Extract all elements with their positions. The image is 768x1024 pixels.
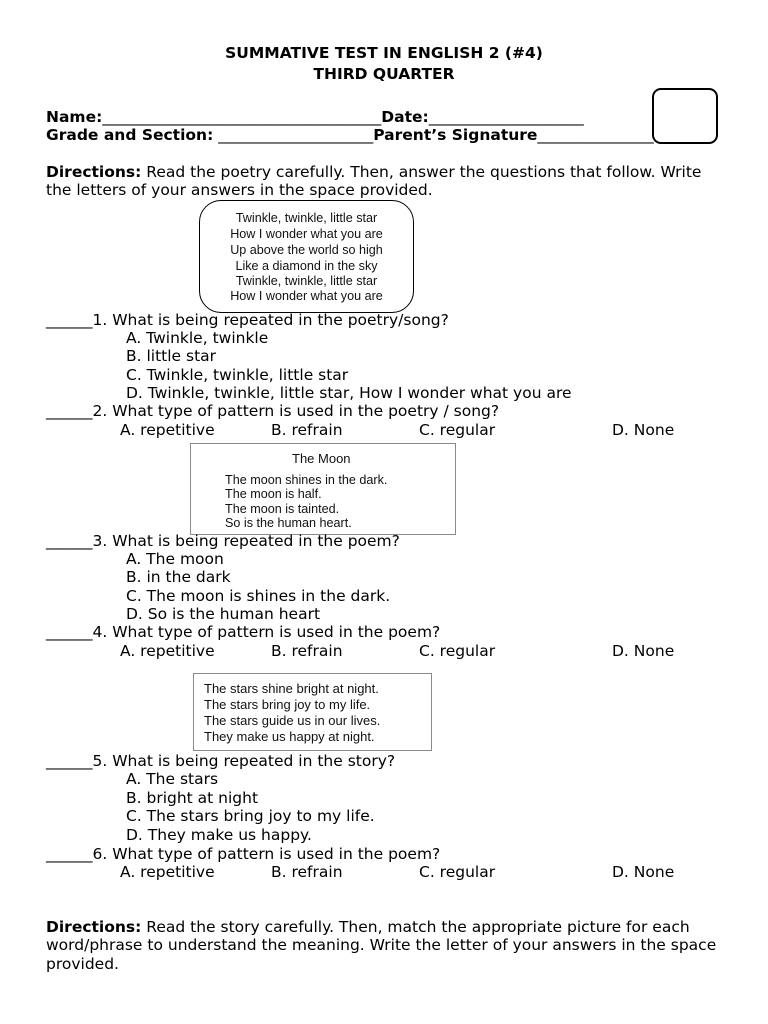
q5-option-a: A. The stars — [126, 770, 219, 788]
q3-option-a: A. The moon — [126, 550, 224, 568]
question-2: ______2. What type of pattern is used in… — [46, 402, 500, 420]
poem-1-line: Like a diamond in the sky — [235, 259, 378, 273]
grade-field: Grade and Section: ____________________P… — [46, 126, 654, 144]
directions-1-label: Directions: — [46, 163, 142, 181]
q5-option-d: D. They make us happy. — [126, 826, 312, 844]
q6-option-a: A. repetitive — [120, 863, 215, 881]
poem-1-line: How I wonder what you are — [230, 227, 383, 241]
directions-2: Directions: Read the story carefully. Th… — [46, 918, 726, 973]
poem-2-line: So is the human heart. — [225, 516, 352, 530]
poem-2-title: The Moon — [292, 451, 351, 466]
date-label: Date: — [381, 108, 429, 126]
signature-line: _______________ — [537, 126, 654, 144]
q2-option-c: C. regular — [419, 421, 496, 439]
poem-3-line: The stars bring joy to my life. — [204, 697, 371, 712]
directions-1: Directions: Read the poetry carefully. T… — [46, 163, 726, 200]
q6-option-b: B. refrain — [271, 863, 343, 881]
question-5: ______5. What is being repeated in the s… — [46, 752, 396, 770]
poem-1-line: Twinkle, twinkle, little star — [235, 274, 378, 288]
poem-3-box: The stars shine bright at night. The sta… — [193, 673, 432, 751]
directions-2-text: Read the story carefully. Then, match th… — [46, 918, 717, 973]
q2-option-b: B. refrain — [271, 421, 343, 439]
name-label: Name: — [46, 108, 103, 126]
poem-2-line: The moon is half. — [225, 487, 322, 501]
directions-2-label: Directions: — [46, 918, 142, 936]
q6-option-d: D. None — [612, 863, 675, 881]
question-4: ______4. What type of pattern is used in… — [46, 623, 441, 641]
signature-label: Parent’s Signature — [373, 126, 538, 144]
q4-option-d: D. None — [612, 642, 675, 660]
q2-option-a: A. repetitive — [120, 421, 215, 439]
grade-line: ____________________ — [213, 126, 374, 144]
q1-option-b: B. little star — [126, 347, 217, 365]
test-subtitle: THIRD QUARTER — [313, 65, 455, 83]
poem-1-line: Up above the world so high — [230, 243, 383, 257]
poem-1-line: Twinkle, twinkle, little star — [235, 211, 378, 225]
poem-1-box: Twinkle, twinkle, little star How I wond… — [199, 200, 414, 313]
poem-2-line: The moon shines in the dark. — [225, 473, 388, 487]
q3-option-c: C. The moon is shines in the dark. — [126, 587, 391, 605]
score-box — [652, 88, 718, 144]
q1-option-c: C. Twinkle, twinkle, little star — [126, 366, 349, 384]
directions-1-text: Read the poetry carefully. Then, answer … — [46, 163, 702, 200]
poem-3-line: The stars shine bright at night. — [204, 681, 379, 696]
q1-option-a: A. Twinkle, twinkle — [126, 329, 269, 347]
question-3: ______3. What is being repeated in the p… — [46, 532, 400, 550]
question-6: ______6. What type of pattern is used in… — [46, 845, 441, 863]
q3-option-d: D. So is the human heart — [126, 605, 321, 623]
q1-option-d: D. Twinkle, twinkle, little star, How I … — [126, 384, 572, 402]
question-1: ______1. What is being repeated in the p… — [46, 311, 449, 329]
poem-3-line: They make us happy at night. — [204, 729, 375, 744]
name-field: Name:___________________________________… — [46, 108, 584, 126]
q5-option-c: C. The stars bring joy to my life. — [126, 807, 375, 825]
date-line: ____________________ — [428, 108, 584, 126]
q2-option-d: D. None — [612, 421, 675, 439]
test-title: SUMMATIVE TEST IN ENGLISH 2 (#4) — [225, 44, 543, 62]
poem-1-line: How I wonder what you are — [230, 289, 383, 303]
q4-option-c: C. regular — [419, 642, 496, 660]
q6-option-c: C. regular — [419, 863, 496, 881]
grade-label: Grade and Section: — [46, 126, 214, 144]
q4-option-b: B. refrain — [271, 642, 343, 660]
poem-2-line: The moon is tainted. — [225, 502, 340, 516]
q3-option-b: B. in the dark — [126, 568, 231, 586]
poem-3-line: The stars guide us in our lives. — [204, 713, 381, 728]
name-line: ____________________________________ — [102, 108, 382, 126]
poem-2-box: The Moon The moon shines in the dark. Th… — [190, 443, 456, 535]
q4-option-a: A. repetitive — [120, 642, 215, 660]
q5-option-b: B. bright at night — [126, 789, 259, 807]
